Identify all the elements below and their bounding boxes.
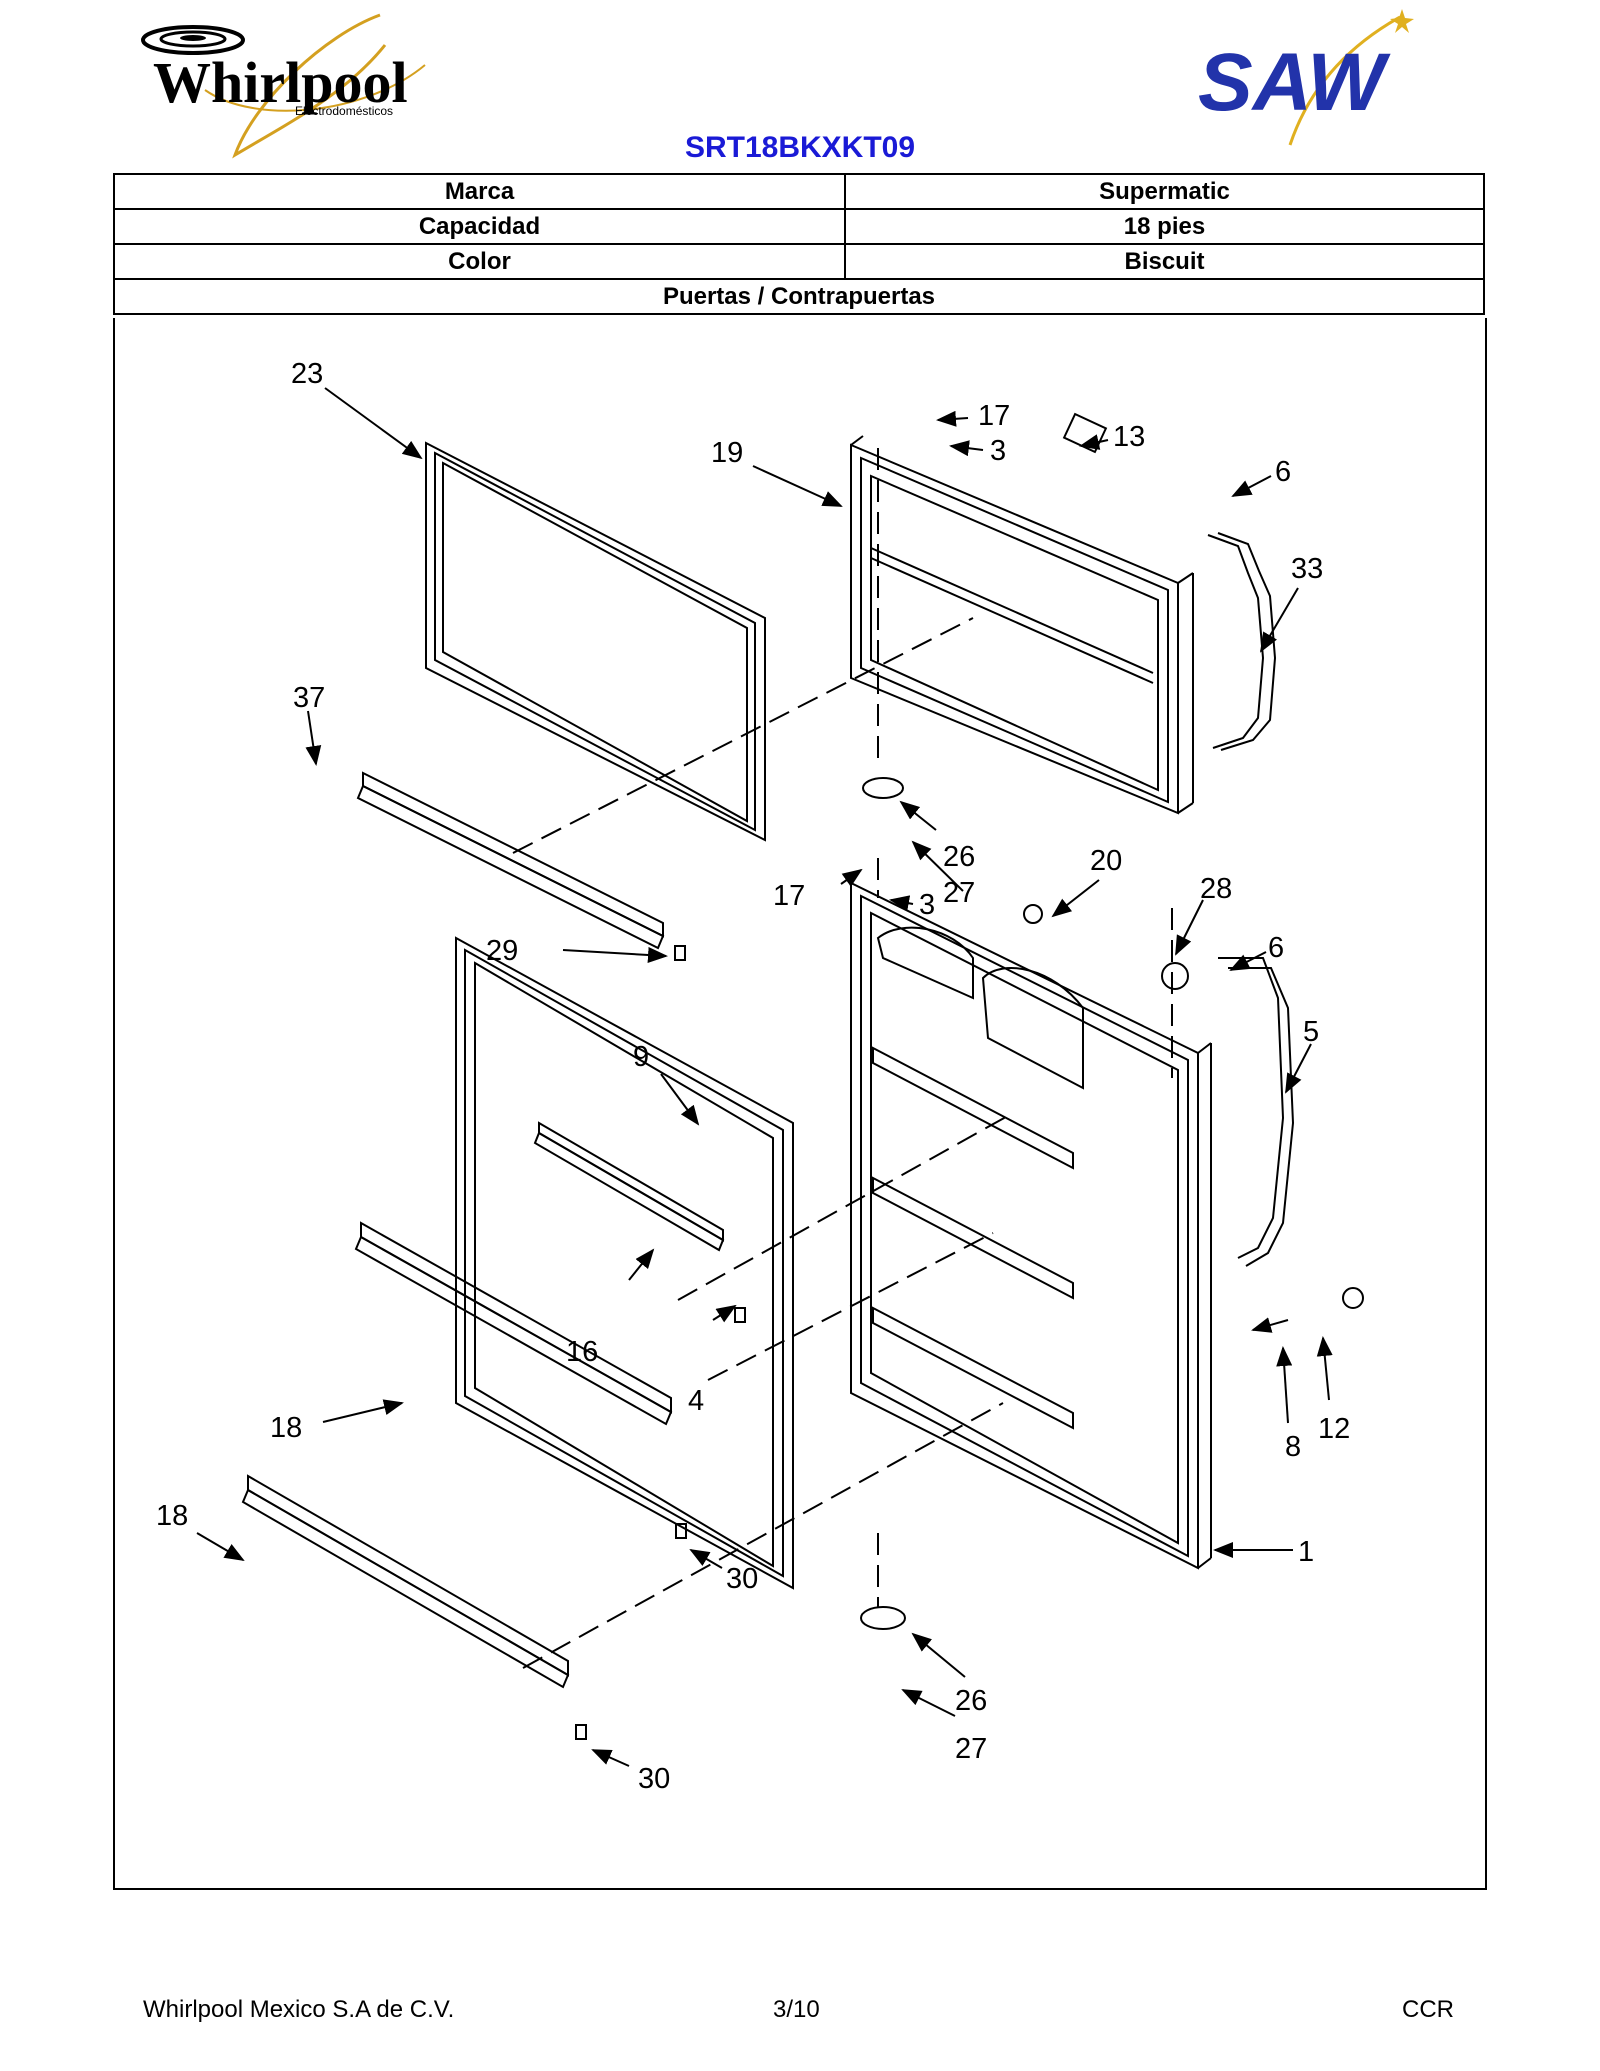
model-number: SRT18BKXKT09: [684, 131, 916, 164]
spec-label: Color: [113, 243, 846, 280]
saw-logo: SAW: [1198, 9, 1414, 146]
fresh-food-handle: [1218, 957, 1285, 1259]
callout-28: 28: [1200, 873, 1232, 905]
diagram-frame: [113, 318, 1487, 1890]
door-bar-18a: [360, 1221, 672, 1414]
whirlpool-logo: Whirlpool Electrodomésticos: [141, 13, 426, 159]
fresh-food-gasket: [455, 936, 794, 1590]
spec-row-capacity: Capacidad 18 pies: [113, 208, 1485, 245]
callout-1: 1: [1298, 1536, 1314, 1568]
callout-17b: 17: [773, 880, 805, 912]
callout-4: 4: [688, 1385, 704, 1417]
callout-33: 33: [1291, 553, 1323, 585]
callout-26: 26: [943, 841, 975, 873]
callout-30b: 30: [638, 1763, 670, 1795]
callout-3: 3: [990, 435, 1006, 467]
callout-27: 27: [943, 877, 975, 909]
callout-20: 20: [1090, 845, 1122, 877]
callout-30a: 30: [726, 1563, 758, 1595]
callout-5: 5: [1303, 1016, 1319, 1048]
section-row: Puertas / Contrapuertas: [113, 278, 1485, 315]
part-12-cap: [1342, 1287, 1364, 1309]
spec-row-color: Color Biscuit: [113, 243, 1485, 280]
callout-6: 6: [1275, 456, 1291, 488]
footer-page: 3/10: [773, 1996, 820, 2023]
svg-text:SAW: SAW: [1198, 37, 1391, 128]
callout-17: 17: [978, 400, 1010, 432]
callout-26b: 26: [955, 1685, 987, 1717]
callout-12: 12: [1318, 1413, 1350, 1445]
spec-row-brand: Marca Supermatic: [113, 173, 1485, 210]
spec-value: Biscuit: [844, 243, 1485, 280]
callout-18a: 18: [270, 1412, 302, 1444]
part-4-clip: [734, 1307, 746, 1323]
part-30a-clip: [675, 1523, 687, 1539]
part-20-cam: [1023, 904, 1043, 924]
footer-company: Whirlpool Mexico S.A de C.V.: [143, 1996, 455, 2023]
callout-18b: 18: [156, 1500, 188, 1532]
spec-label: Capacidad: [113, 208, 846, 245]
door-bar-16: [538, 1121, 724, 1242]
svg-text:Whirlpool: Whirlpool: [153, 50, 408, 115]
section-title: Puertas / Contrapuertas: [113, 278, 1485, 315]
callout-13: 13: [1113, 421, 1145, 453]
callout-27b: 27: [955, 1733, 987, 1765]
callout-9: 9: [633, 1041, 649, 1073]
exploded-parts-diagram: 23 19 17 3 13 6 33 37 26 20 28 27 17 3 2…: [156, 358, 1364, 1795]
callout-16: 16: [566, 1336, 598, 1368]
callout-37: 37: [293, 682, 325, 714]
callout-3b: 3: [919, 889, 935, 921]
spec-table: Marca Supermatic Capacidad 18 pies Color…: [113, 173, 1485, 315]
footer-code: CCR: [1402, 1996, 1454, 2023]
spec-value: Supermatic: [844, 173, 1485, 210]
part-13-label: [1062, 412, 1108, 454]
freezer-gasket: [425, 441, 766, 842]
callout-19: 19: [711, 437, 743, 469]
fresh-food-door: [850, 881, 1199, 1570]
freezer-door: [850, 443, 1179, 815]
spec-value: 18 pies: [844, 208, 1485, 245]
part-26-hinge-top: [862, 777, 904, 799]
svg-text:Electrodomésticos: Electrodomésticos: [295, 104, 393, 118]
part-30b-clip: [575, 1724, 587, 1740]
callout-8: 8: [1285, 1431, 1301, 1463]
callout-23: 23: [291, 358, 323, 390]
callout-29: 29: [486, 935, 518, 967]
freezer-handle: [1207, 534, 1265, 749]
callout-6b: 6: [1268, 932, 1284, 964]
freezer-gasket-inner: [434, 451, 756, 832]
freezer-shelf-bar: [362, 771, 664, 938]
door-bar-18b: [247, 1474, 569, 1677]
spec-label: Marca: [113, 173, 846, 210]
part-28-plug: [1161, 962, 1189, 990]
part-26-hinge-bottom: [860, 1606, 906, 1630]
part-29-clip: [674, 945, 686, 961]
